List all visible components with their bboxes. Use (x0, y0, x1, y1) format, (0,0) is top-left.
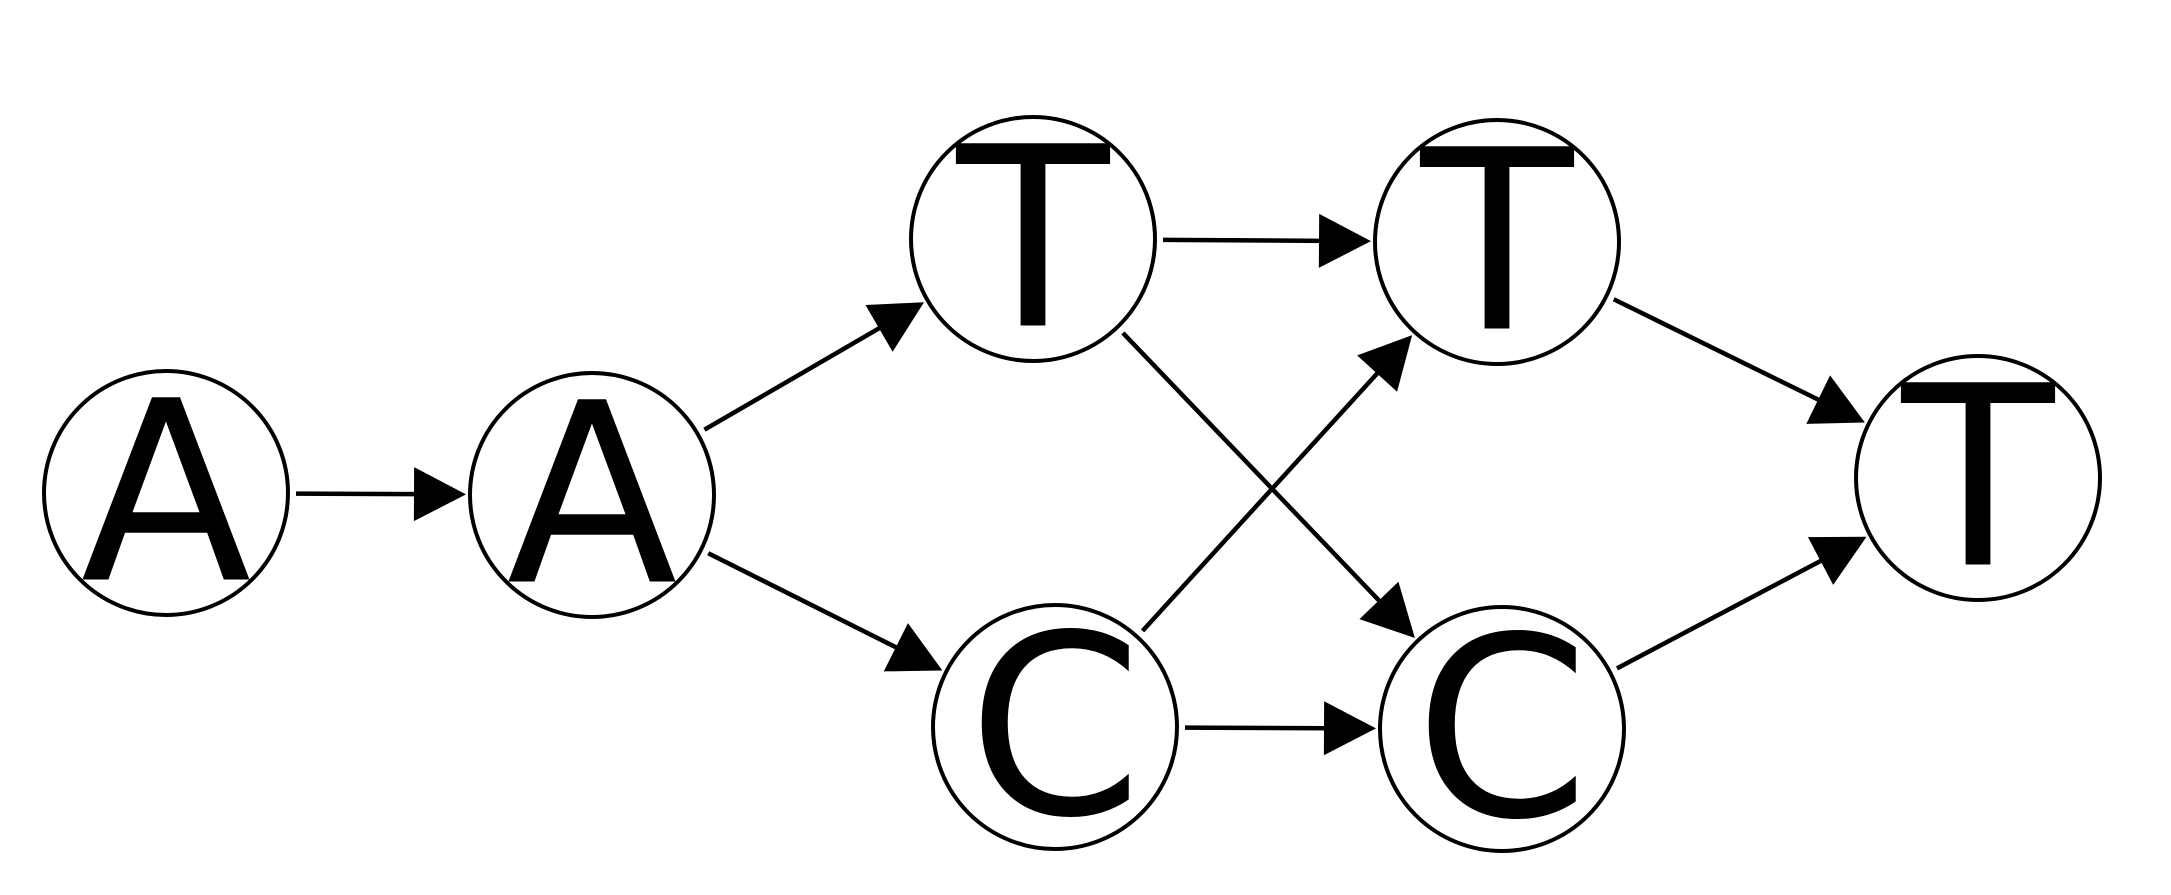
node-c-2: C (1378, 584, 1626, 875)
node-t-2-circle (1373, 118, 1621, 366)
arrowhead-icon (413, 467, 467, 522)
nodes-layer: A A T C T C T (42, 94, 2102, 875)
edge-a-to-t-2 (703, 302, 925, 432)
node-a-2: A (468, 350, 716, 641)
edge-t-to-c-5 (1121, 331, 1415, 638)
arrowhead-icon (1323, 701, 1377, 756)
edge-line (707, 551, 901, 652)
arrowhead-icon (1318, 213, 1372, 268)
node-t-3-label: T (1901, 333, 2056, 624)
edge-c-to-t-6 (1140, 335, 1413, 633)
node-c-2-circle (1378, 605, 1626, 853)
arrowhead-icon (1807, 536, 1867, 585)
edge-a-to-a-1 (295, 467, 467, 522)
arrowhead-icon (865, 302, 925, 352)
edge-t-to-t-8 (1612, 297, 1865, 424)
edge-line (1612, 297, 1823, 404)
node-t-1-circle (909, 115, 1157, 363)
arrowhead-icon (1359, 581, 1415, 638)
arrowhead-icon (1357, 335, 1413, 392)
arrowhead-icon (1806, 375, 1865, 424)
node-c-2-label: C (1415, 584, 1590, 875)
node-c-1-label: C (968, 582, 1143, 873)
node-t-1: T (909, 94, 1157, 385)
node-t-3-circle (1854, 354, 2102, 602)
edge-line (1140, 369, 1382, 633)
node-a-1: A (42, 348, 290, 639)
edge-line (1162, 237, 1324, 244)
node-t-2: T (1373, 97, 1621, 388)
edge-line (703, 324, 884, 432)
edge-a-to-c-3 (707, 551, 943, 672)
node-a-2-circle (468, 371, 716, 619)
arrowhead-icon (883, 623, 943, 672)
node-c-1: C (931, 582, 1179, 873)
edge-c-to-c-7 (1184, 701, 1377, 756)
node-a-2-label: A (506, 350, 677, 641)
node-t-2-label: T (1420, 97, 1575, 388)
edge-line (1121, 331, 1384, 605)
edge-c-to-t-9 (1615, 536, 1867, 671)
edge-line (1615, 557, 1826, 671)
edge-line (1184, 725, 1329, 731)
node-c-1-circle (931, 603, 1179, 851)
edge-t-to-t-4 (1162, 213, 1372, 268)
node-t-1-label: T (956, 94, 1111, 385)
node-a-1-circle (42, 369, 290, 617)
node-t-3: T (1854, 333, 2102, 624)
edge-line (295, 491, 419, 497)
edges-layer (295, 213, 1867, 756)
node-a-1-label: A (80, 348, 251, 639)
